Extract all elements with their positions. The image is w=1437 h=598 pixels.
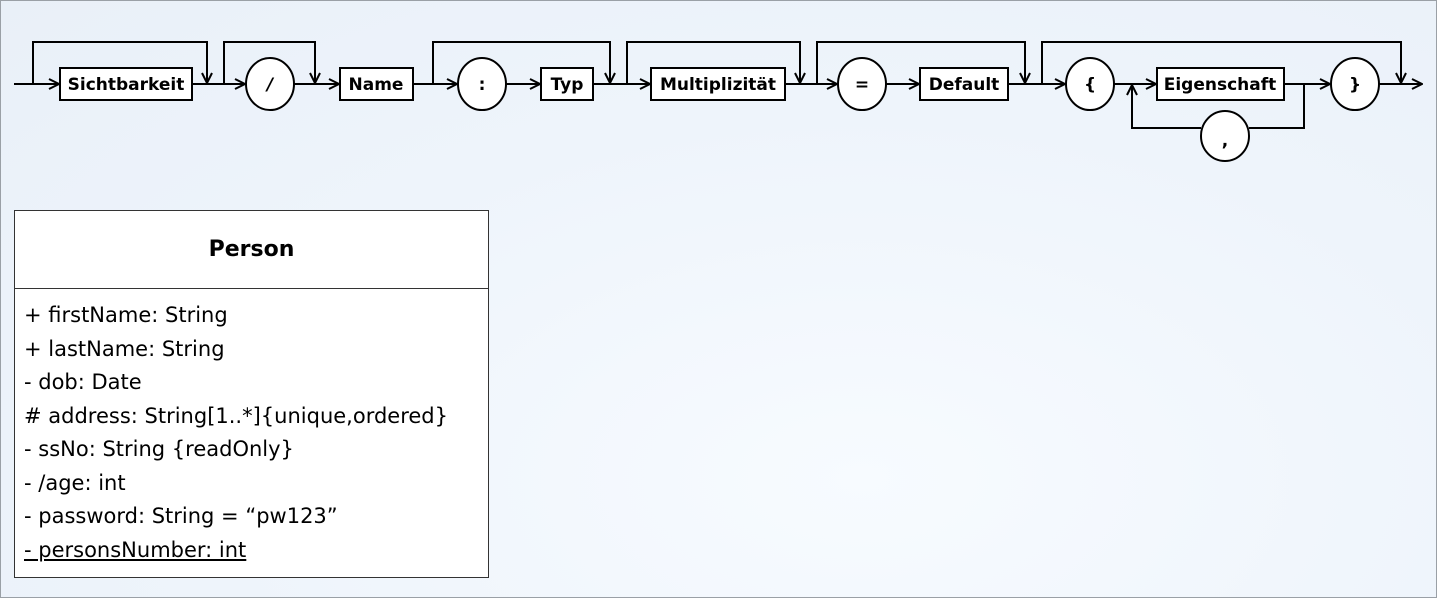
- attribute: + lastName: String: [24, 336, 225, 361]
- label-close-brace: }: [1349, 75, 1361, 95]
- attribute: - ssNo: String {readOnly}: [24, 437, 294, 461]
- attribute: - dob: Date: [24, 370, 142, 394]
- label-name: Name: [349, 75, 404, 95]
- attribute: - password: String = “pw123”: [24, 504, 338, 528]
- circle-slash: [245, 57, 295, 111]
- label-slash: /: [265, 75, 275, 95]
- label-comma: ,: [1222, 131, 1228, 151]
- static-attribute: - personsNumber: int: [24, 537, 247, 562]
- label-colon: :: [479, 75, 486, 95]
- bypass-eigenschaften: [1041, 41, 1401, 84]
- loop-connector: [1132, 85, 1201, 129]
- bypass-sichtbarkeit: [32, 41, 207, 84]
- label-eigenschaft: Eigenschaft: [1164, 75, 1277, 95]
- attribute: + firstName: String: [24, 303, 228, 327]
- uml-class-person: Person + firstName: String + lastName: S…: [14, 210, 489, 578]
- label-multiplizitaet: Multiplizität: [660, 75, 776, 95]
- attribute: - /age: int: [24, 470, 126, 495]
- loop-connector: [1249, 84, 1305, 129]
- box-default: [919, 67, 1009, 101]
- attribute: # address: String[1..*]{unique,ordered}: [24, 403, 448, 428]
- label-sichtbarkeit: Sichtbarkeit: [68, 75, 185, 95]
- box-name: [339, 67, 414, 101]
- box-eigenschaft: [1156, 67, 1285, 101]
- bypass-slash: [223, 41, 315, 84]
- box-sichtbarkeit: [59, 67, 193, 101]
- label-typ: Typ: [551, 75, 584, 95]
- class-title: Person: [15, 211, 488, 289]
- circle-equals: [837, 57, 887, 111]
- box-multiplizitaet: [650, 67, 786, 101]
- bypass-default: [816, 41, 1025, 84]
- syntax-diagram: Sichtbarkeit / Name : Typ Multiplizität …: [14, 41, 1437, 162]
- bypass-multiplizitaet: [626, 41, 800, 84]
- label-open-brace: {: [1084, 75, 1096, 95]
- circle-colon: [457, 57, 507, 111]
- label-equals: =: [855, 75, 869, 95]
- box-typ: [540, 67, 594, 101]
- circle-comma: [1200, 110, 1250, 162]
- bypass-typ: [432, 41, 610, 84]
- circle-open-brace: [1065, 57, 1115, 111]
- attribute-list: + firstName: String + lastName: String -…: [15, 289, 488, 567]
- label-default: Default: [929, 75, 1000, 95]
- circle-close-brace: [1330, 57, 1380, 111]
